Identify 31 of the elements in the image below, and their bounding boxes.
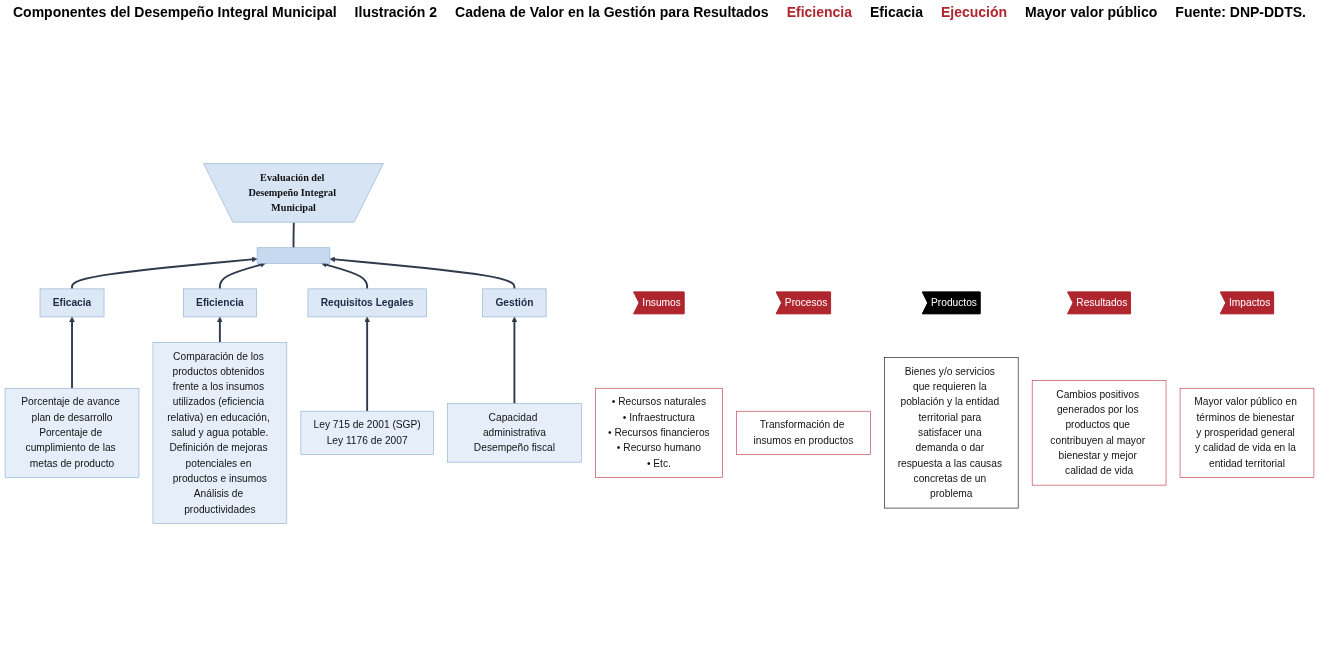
node-box: Ley 715 de 2001 (SGP) Ley 1176 de 2007 bbox=[300, 410, 434, 455]
node-box: Porcentaje de avance plan de desarrollo Porcentaje de cumplimiento de las metas de producto bbox=[4, 387, 140, 478]
node-box: Requisitos Legales bbox=[307, 288, 427, 318]
node-box: Capacidad administrativa Desempeño fiscal bbox=[447, 403, 582, 463]
source-note: Fuente: DNP-DDTS. bbox=[1175, 4, 1306, 20]
arrow bbox=[69, 316, 75, 390]
arrow bbox=[364, 316, 370, 413]
arrow bbox=[321, 262, 369, 290]
node-box: Comparación de los productos obtenidos frente a los insumos utilizados (eficiencia relativa) en educación, salud y agua potable. Definición de mejoras potenciales en productos e insumos Análisis de productividades bbox=[152, 342, 288, 524]
figure-title: Cadena de Valor en la Gestión para Resultados bbox=[455, 4, 769, 20]
arrow bbox=[511, 316, 518, 405]
node-box: Bienes y/o servicios que requieren la población y la entidad territorial para satisfacer una demanda o dar respuesta a las causas concretas de un problema bbox=[884, 357, 1019, 509]
bracket-label: Ejecución bbox=[940, 4, 1008, 20]
node-box: Mayor valor público en términos de bienestar y prosperidad general y calidad de vida en la entidad territorial bbox=[1179, 387, 1315, 478]
node-box: Gestión bbox=[482, 288, 547, 318]
arrow bbox=[217, 316, 223, 344]
connector bbox=[292, 221, 295, 249]
node-bar bbox=[256, 247, 331, 264]
node-box: Cambios positivos generados por los productos que contribuyen al mayor bienestar y mejor calidad de vida bbox=[1031, 380, 1167, 486]
node-box: • Recursos naturales • Infraestructura • Recursos financieros • Recurso humano • Etc. bbox=[595, 387, 723, 478]
node-box: Eficacia bbox=[39, 288, 105, 318]
node-box: Transformación de insumos en productos bbox=[736, 410, 871, 455]
figure-title: Componentes del Desempeño Integral Municipal bbox=[13, 4, 337, 20]
figure-title: Ilustración 2 bbox=[354, 4, 438, 20]
bracket-label: Eficacia bbox=[870, 4, 923, 20]
bracket-label: Mayor valor público bbox=[1025, 4, 1158, 20]
arrow bbox=[329, 256, 516, 290]
arrow bbox=[218, 262, 266, 290]
bracket-label: Eficiencia bbox=[786, 4, 852, 20]
node-box: Eficiencia bbox=[183, 288, 257, 318]
arrow bbox=[71, 256, 258, 290]
